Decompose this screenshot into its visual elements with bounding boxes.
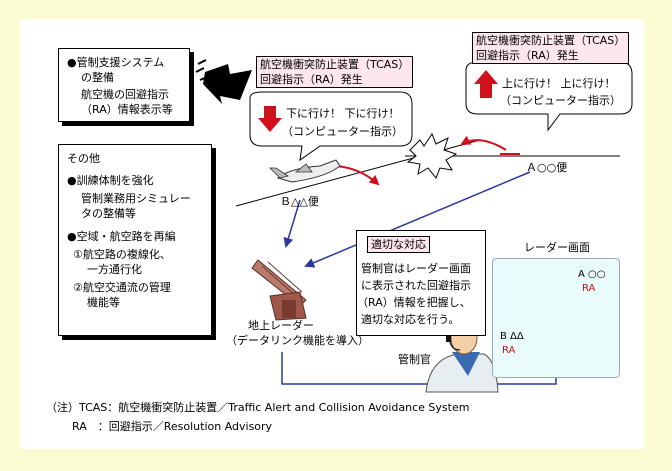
other-item-6: 一方通行化 — [87, 263, 142, 276]
radar-screen — [492, 258, 620, 378]
speech-bubble-left — [249, 91, 413, 162]
controller-line-4: 適切な対応を行う。 — [361, 313, 460, 326]
note-line-2: RA ：回避指示／Resolution Advisory — [72, 420, 273, 433]
controller-line-3: （RA）情報を把握し、 — [357, 296, 471, 309]
bubble-right-line-2: （コンピューター指示） — [500, 94, 621, 107]
big-black-arrow — [203, 64, 252, 104]
support-line-4: （RA）情報表示等 — [81, 103, 173, 116]
note-line-1: （注）TCAS：航空機衝突防止装置／Traffic Alert and Coll… — [46, 401, 470, 414]
other-item-8: 機能等 — [87, 296, 120, 309]
blue-arrow-a-to-radar — [304, 171, 531, 268]
support-line-2: の整備 — [81, 71, 114, 84]
collision-burst-icon — [406, 132, 458, 179]
tcas-left-line-1: 航空機衝突防止装置（TCAS） — [260, 58, 410, 71]
radar-screen-title: レーダー画面 — [524, 241, 590, 254]
red-avoid-arrow-b — [335, 165, 380, 186]
controller-line-2: に表示された回避指示 — [361, 279, 471, 292]
bubble-left-line-2: （コンピューター指示） — [282, 125, 403, 138]
support-line-3: 航空機の回避指示 — [81, 88, 169, 101]
controller-box-title: 適切な対応 — [367, 236, 430, 253]
other-measures-box: その他 ●訓練体制を強化 管制業務用シミュレー タの整備等 ●空域・航空路を再編… — [58, 144, 212, 336]
tcas-left-line-2: 回避指示（RA）発生 — [260, 73, 363, 86]
bubble-right-line-1: 上に行け！ 上に行け！ — [502, 77, 616, 90]
other-item-7: ②航空交通流の管理 — [73, 281, 171, 294]
aircraft-b-label: Ｂ△△便 — [280, 195, 319, 208]
controller-action-box: 適切な対応 管制官はレーダー画面 に表示された回避指示 （RA）情報を把握し、 … — [356, 230, 486, 336]
radar-a-ra: RA — [582, 283, 596, 294]
aircraft-a-label: Ａ○○便 — [526, 161, 568, 174]
tcas-label-right: 航空機衝突防止装置（TCAS） 回避指示（RA）発生 — [472, 32, 630, 64]
radar-b-ra: RA — [502, 345, 516, 356]
tcas-label-left: 航空機衝突防止装置（TCAS） 回避指示（RA）発生 — [256, 56, 414, 88]
support-system-box: ●管制支援システム の整備 航空機の回避指示 （RA）情報表示等 — [58, 48, 190, 122]
other-item-3: タの整備等 — [81, 207, 136, 220]
support-line-1: ●管制支援システム — [67, 56, 165, 69]
bubble-left-line-1: 下に行け！ 下に行け！ — [286, 107, 400, 120]
other-item-2: 管制業務用シミュレー — [81, 192, 191, 205]
other-item-4: ●空域・航空路を再編 — [67, 230, 176, 243]
tcas-right-line-2: 回避指示（RA）発生 — [476, 49, 579, 62]
blue-arrow-b-to-radar — [283, 199, 301, 248]
up-arrow-icon — [474, 70, 498, 98]
ground-radar-label-2: （データリンク機能を導入） — [226, 334, 369, 347]
aircraft-b-icon — [269, 159, 341, 183]
ground-radar-label-1: 地上レーダー — [248, 319, 314, 332]
red-avoid-arrow-a — [460, 135, 507, 151]
controller-line-1: 管制官はレーダー画面 — [361, 262, 471, 275]
other-item-5: ①航空路の複線化、 — [73, 248, 171, 261]
controller-label: 管制官 — [398, 353, 431, 366]
radar-b-label: B ΔΔ — [500, 331, 524, 342]
ground-radar-icon — [251, 259, 307, 321]
tcas-right-line-1: 航空機衝突防止装置（TCAS） — [476, 34, 626, 47]
down-arrow-icon — [258, 106, 282, 132]
radar-a-label: A ○○ — [578, 269, 606, 280]
other-heading: その他 — [67, 152, 100, 165]
other-item-1: ●訓練体制を強化 — [67, 174, 154, 187]
